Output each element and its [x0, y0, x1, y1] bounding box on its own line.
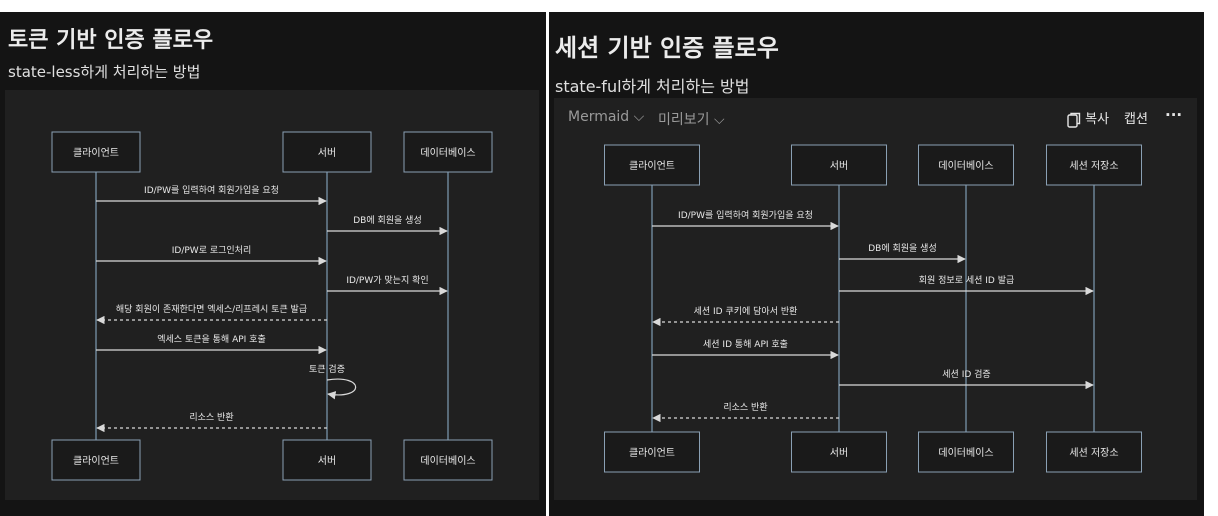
message-arrow: ID/PW를 입력하여 회원가입을 요청: [652, 209, 839, 231]
panel-subtitle: state-ful하게 처리하는 방법: [555, 77, 750, 96]
chevron-down-icon: ⌵: [633, 109, 645, 125]
message-label: ID/PW를 입력하여 회원가입을 요청: [678, 209, 813, 221]
participant-label: 서버: [318, 455, 336, 467]
message-arrow: 회원 정보로 세션 ID 발급: [839, 275, 1094, 296]
participant-label: 데이터베이스: [938, 160, 993, 172]
participant-box: 서버: [791, 144, 887, 186]
participant-box: 클라이언트: [51, 131, 141, 173]
participant-box: 데이터베이스: [403, 439, 493, 481]
participant-rect: [918, 144, 1014, 186]
preview-dropdown[interactable]: 미리보기 ⌵: [658, 109, 725, 129]
code-block-toolbar: Mermaid ⌵ 미리보기 ⌵ 복사 캡션 ···: [554, 98, 1197, 138]
message-arrow: 리소스 반환: [96, 411, 327, 433]
message-arrow: 리소스 반환: [652, 401, 839, 423]
message-label: ID/PW가 맞는지 확인: [346, 274, 428, 286]
participant-rect: [1046, 431, 1142, 473]
message-arrow: 해당 회원이 존재한다면 엑세스/리프레시 토큰 발급: [96, 303, 327, 325]
participant-label: 클라이언트: [629, 447, 675, 459]
participant-label: 서버: [830, 447, 848, 459]
participant-label: 클라이언트: [629, 160, 675, 172]
chevron-down-icon: ⌵: [713, 112, 725, 128]
copy-label: 복사: [1085, 112, 1110, 127]
participant-rect: [1046, 144, 1142, 186]
participant-label: 세션 저장소: [1069, 447, 1118, 459]
participant-box: 데이터베이스: [918, 431, 1014, 473]
message-arrow: 세션 ID 통해 API 호출: [652, 339, 839, 360]
message-label: 세션 ID 검증: [942, 368, 990, 380]
message-arrow: 세션 ID 쿠키에 담아서 반환: [652, 305, 839, 327]
copy-button[interactable]: 복사: [1067, 108, 1109, 128]
message-label: DB에 회원을 생성: [353, 215, 422, 226]
participant-rect: [791, 431, 887, 473]
message-arrow: ID/PW로 로그인처리: [96, 244, 327, 266]
participant-box: 서버: [791, 431, 887, 473]
message-label: 엑세스 토큰을 통해 API 호출: [157, 333, 265, 345]
panel-title: 세션 기반 인증 플로우: [555, 34, 779, 62]
participant-box: 클라이언트: [604, 431, 700, 473]
participant-rect: [604, 431, 700, 473]
participant-rect: [403, 131, 493, 173]
participant-box: 데이터베이스: [403, 131, 493, 173]
language-dropdown[interactable]: Mermaid ⌵: [568, 109, 644, 125]
message-arrow: ID/PW를 입력하여 회원가입을 요청: [96, 184, 327, 206]
caption-button[interactable]: 캡션: [1124, 112, 1148, 127]
message-label: ID/PW로 로그인처리: [172, 244, 251, 256]
participant-label: 클라이언트: [73, 455, 119, 467]
participant-rect: [282, 131, 372, 173]
message-arrow: 엑세스 토큰을 통해 API 호출: [96, 333, 327, 355]
participant-rect: [403, 439, 493, 481]
copy-icon: [1067, 112, 1081, 128]
participant-rect: [282, 439, 372, 481]
panel-subtitle: state-less하게 처리하는 방법: [8, 63, 201, 81]
participant-label: 서버: [318, 147, 336, 159]
participant-rect: [51, 439, 141, 481]
message-label: 해당 회원이 존재한다면 엑세스/리프레시 토큰 발급: [116, 303, 307, 315]
language-label: Mermaid: [568, 109, 630, 125]
participant-box: 세션 저장소: [1046, 431, 1142, 473]
participant-label: 데이터베이스: [420, 147, 475, 159]
message-label: 회원 정보로 세션 ID 발급: [919, 275, 1015, 286]
participant-rect: [791, 144, 887, 186]
participant-label: 클라이언트: [73, 147, 119, 159]
message-label: ID/PW를 입력하여 회원가입을 요청: [144, 184, 279, 196]
participant-box: 서버: [282, 439, 372, 481]
message-label: 리소스 반환: [723, 401, 767, 413]
panel-title: 토큰 기반 인증 플로우: [8, 28, 214, 53]
session-auth-panel: 세션 기반 인증 플로우 state-ful하게 처리하는 방법 Mermaid…: [549, 12, 1204, 516]
message-arrow: 세션 ID 검증: [839, 368, 1094, 390]
message-arrow: ID/PW가 맞는지 확인: [327, 274, 448, 296]
participant-rect: [918, 431, 1014, 473]
participant-rect: [51, 131, 141, 173]
participant-label: 데이터베이스: [938, 447, 993, 459]
participant-label: 세션 저장소: [1069, 160, 1118, 172]
participant-box: 세션 저장소: [1046, 144, 1142, 186]
participant-box: 클라이언트: [604, 144, 700, 186]
participant-box: 데이터베이스: [918, 144, 1014, 186]
message-label: 리소스 반환: [189, 411, 233, 423]
message-label: 토큰 검증: [309, 363, 345, 375]
self-arrow-line: [326, 378, 357, 400]
message-arrow: DB에 회원을 생성: [839, 243, 966, 264]
preview-label: 미리보기: [658, 112, 710, 128]
participant-rect: [604, 144, 700, 186]
message-arrow: DB에 회원을 생성: [327, 215, 448, 236]
participant-box: 서버: [282, 131, 372, 173]
more-options-icon[interactable]: ···: [1165, 106, 1183, 124]
participant-label: 데이터베이스: [420, 455, 475, 467]
message-arrow: 토큰 검증: [309, 363, 357, 400]
message-label: 세션 ID 통해 API 호출: [703, 339, 788, 350]
participant-box: 클라이언트: [51, 439, 141, 481]
participant-label: 서버: [830, 160, 848, 172]
message-label: DB에 회원을 생성: [868, 243, 937, 254]
message-label: 세션 ID 쿠키에 담아서 반환: [694, 305, 798, 317]
